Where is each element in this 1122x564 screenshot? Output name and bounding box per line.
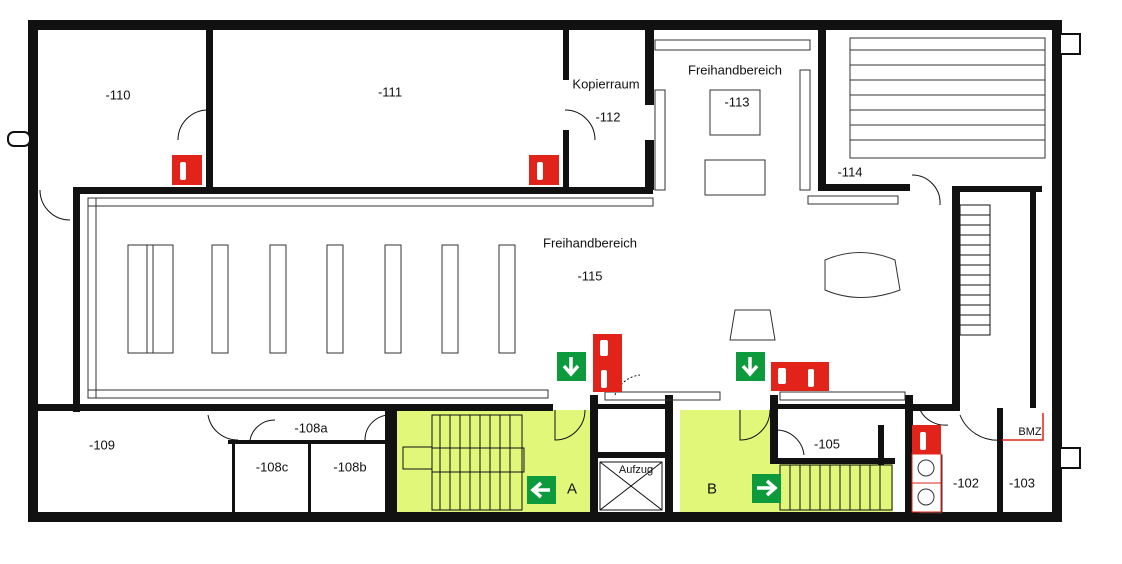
room-label: -102: [952, 475, 980, 491]
stair-a-label: A: [566, 480, 578, 498]
elevator-label: Aufzug: [618, 464, 654, 476]
fire-extinguisher-icon: [912, 425, 941, 454]
exit-arrow-down-icon: [736, 352, 765, 381]
room-label: -114: [837, 164, 863, 180]
room-label: Kopierraum: [572, 76, 640, 92]
room-label: -108b: [333, 459, 367, 475]
room-label: -105: [813, 436, 841, 452]
room-label: -111: [377, 84, 403, 100]
exit-arrow-right-icon: [752, 474, 781, 503]
room-label: -115: [577, 268, 603, 284]
room-label: -110: [105, 87, 131, 103]
room-label: Freihandbereich: [688, 62, 782, 78]
room-label: -109: [88, 437, 116, 453]
stair-b-label: B: [706, 480, 718, 498]
fire-extinguisher-icon: [593, 363, 622, 392]
bmz-label: BMZ: [1018, 426, 1042, 438]
room-label: -108a: [294, 420, 328, 436]
fire-extinguisher-icon: [172, 155, 202, 185]
outer-wall: [28, 20, 1062, 522]
exit-arrow-left-icon: [527, 476, 556, 504]
escape-zone-b2: [680, 462, 893, 512]
fire-extinguisher-icon: [800, 362, 829, 391]
room-label: -108c: [255, 459, 289, 475]
escape-zone-a: [397, 410, 592, 512]
elevator-icon: [599, 461, 663, 511]
room-label: -103: [1008, 475, 1036, 491]
room-label: -113: [724, 94, 750, 110]
room-label: Freihandbereich: [543, 235, 637, 251]
fire-extinguisher-icon: [529, 155, 559, 185]
hydrant-icon: [911, 482, 942, 513]
room-label: -112: [595, 109, 621, 125]
walls: [30, 30, 1042, 518]
exit-arrow-down-icon: [557, 352, 586, 381]
hydrant-icon: [911, 453, 942, 484]
